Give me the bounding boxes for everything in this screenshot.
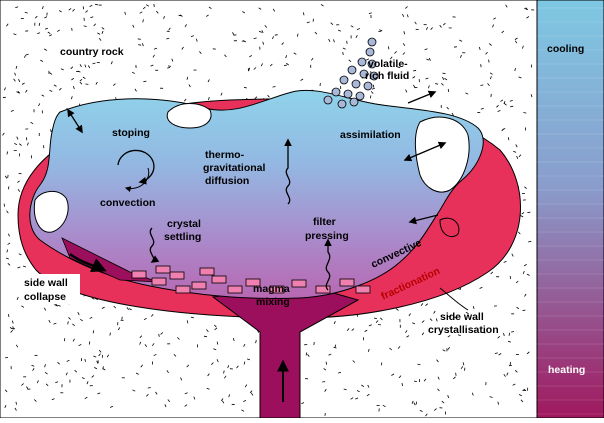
label-collapse: collapse (24, 291, 66, 303)
label-heating: heating (548, 364, 585, 376)
volatile-bubble (352, 80, 360, 88)
label-convection: convection (100, 197, 155, 209)
speckle (416, 402, 417, 405)
speckle (167, 31, 170, 32)
label-crystal: crystal (167, 218, 201, 230)
crystal (200, 268, 214, 275)
crystal (212, 276, 226, 283)
crystal (356, 286, 370, 293)
speckle (510, 362, 511, 365)
label-volatile-2: rich fluid (365, 70, 409, 82)
crystal (156, 266, 170, 273)
label-thermo-2: gravitational (203, 162, 266, 174)
speckle (89, 342, 90, 345)
label-volatile-1: volatile- (368, 58, 408, 70)
volatile-bubble (358, 58, 366, 66)
volatile-bubble (340, 76, 348, 84)
crystal (170, 272, 184, 279)
temperature-bar (537, 0, 604, 418)
volatile-bubble (368, 38, 376, 46)
crystal (228, 286, 242, 293)
crystal (192, 282, 206, 289)
label-filter: filter (313, 216, 336, 228)
label-magma: magma (253, 283, 290, 295)
label-stoping: stoping (112, 127, 150, 139)
speckle (402, 383, 403, 386)
volatile-bubble (344, 90, 352, 98)
volatile-bubble (348, 66, 356, 74)
speckle (388, 46, 389, 49)
speckle (314, 342, 315, 345)
stoped-block (167, 104, 211, 129)
volatile-bubble (324, 96, 332, 104)
volatile-bubble (338, 100, 346, 108)
volatile-bubble (364, 82, 372, 90)
crystal (176, 286, 190, 293)
volatile-bubble (332, 88, 340, 96)
crystal (152, 278, 166, 285)
speckle (448, 89, 449, 92)
speckle (378, 31, 381, 32)
label-assimilation: assimilation (340, 129, 401, 141)
label-side-wall-b: side wall (440, 311, 484, 323)
speckle (370, 95, 371, 98)
label-country-rock: country rock (60, 46, 124, 58)
label-settling: settling (164, 231, 201, 243)
label-mixing: mixing (256, 296, 290, 308)
speckle (64, 338, 65, 341)
label-thermo-3: diffusion (205, 175, 249, 187)
label-side-wall-a: side wall (24, 277, 68, 289)
label-cooling: cooling (547, 43, 584, 55)
volatile-bubble (366, 48, 374, 56)
crystal (292, 280, 306, 287)
crystal (132, 271, 146, 278)
crystal (340, 279, 354, 286)
label-thermo-1: thermo- (205, 149, 245, 161)
label-crystallisation: crystallisation (428, 324, 499, 336)
label-pressing: pressing (305, 230, 349, 242)
speckle (489, 60, 490, 63)
speckle (456, 373, 457, 376)
speckle (3, 97, 6, 98)
speckle (5, 357, 8, 358)
speckle (454, 47, 457, 48)
speckle (168, 66, 171, 67)
volatile-bubble (350, 98, 358, 106)
volatile-bubble (356, 92, 364, 100)
speckle (275, 35, 278, 36)
